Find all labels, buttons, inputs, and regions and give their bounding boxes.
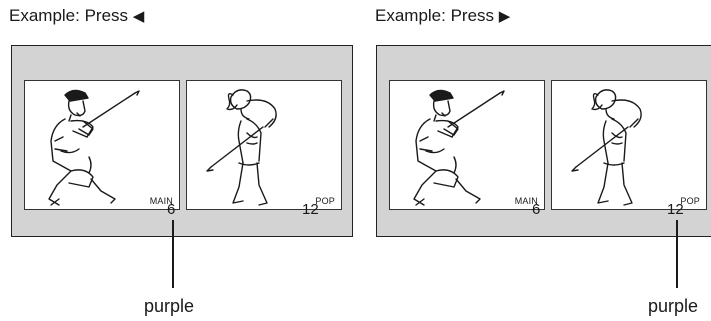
main-channel-number: 6 — [532, 202, 540, 218]
example-1-heading-text: Example: Press — [9, 6, 128, 25]
pop-channel-number: 12 — [302, 202, 319, 218]
baseball-batter-illustration — [25, 81, 181, 211]
baseball-batter-illustration — [390, 81, 546, 211]
example-1-leader-line — [172, 220, 174, 288]
example-2-main-picture: MAIN — [389, 80, 545, 210]
example-1-heading: Example: Press ◀ — [9, 6, 144, 26]
example-1-tv-screen: MAIN POP 6 12 — [11, 45, 353, 237]
example-2-heading: Example: Press ▶ — [375, 6, 510, 26]
golfer-illustration — [187, 81, 343, 211]
main-channel-number: 6 — [167, 202, 175, 218]
right-arrow-icon: ▶ — [499, 7, 511, 25]
example-1-caption: purple — [144, 296, 194, 316]
golfer-illustration — [552, 81, 708, 211]
example-1-pop-picture: POP — [186, 80, 342, 210]
example-2-pop-picture: POP — [551, 80, 707, 210]
pop-channel-number: 12 — [667, 202, 684, 218]
example-2-leader-line — [676, 220, 678, 288]
left-arrow-icon: ◀ — [133, 7, 145, 25]
example-2-heading-text: Example: Press — [375, 6, 494, 25]
example-2-tv-screen: MAIN POP 6 12 — [376, 45, 711, 237]
example-2-caption: purple — [648, 296, 698, 316]
example-1-main-picture: MAIN — [24, 80, 180, 210]
